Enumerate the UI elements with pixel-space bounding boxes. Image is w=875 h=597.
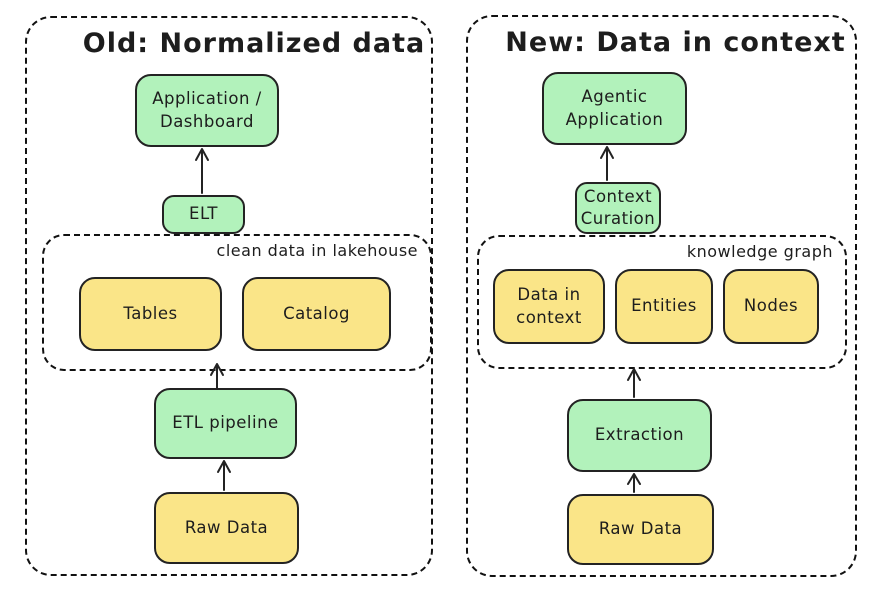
old-panel-title: Old: Normalized data (82, 28, 426, 59)
arrow-elt-to-application-icon (195, 148, 209, 194)
catalog-node: Catalog (242, 277, 391, 351)
entities-node: Entities (615, 269, 713, 344)
lakehouse-group-label: clean data in lakehouse (216, 241, 418, 260)
arrow-raw-to-extraction-icon (627, 473, 641, 493)
old-raw-data-node: Raw Data (154, 492, 299, 564)
arrow-raw-to-etl-icon (217, 460, 231, 491)
tables-node: Tables (79, 277, 222, 351)
etl-pipeline-node: ETL pipeline (154, 388, 297, 459)
knowledge-graph-group: knowledge graph Data in context Entities… (477, 235, 847, 369)
application-dashboard-node: Application / Dashboard (135, 74, 279, 147)
new-raw-data-node: Raw Data (567, 494, 714, 565)
data-in-context-node: Data in context (493, 269, 605, 344)
new-panel-title: New: Data in context (505, 27, 846, 58)
context-curation-node: Context Curation (575, 182, 661, 234)
extraction-node: Extraction (567, 399, 712, 472)
arrow-etl-to-lakehouse-icon (210, 363, 224, 389)
arrow-extraction-to-graph-icon (627, 368, 641, 398)
lakehouse-group: clean data in lakehouse Tables Catalog (42, 234, 432, 371)
agentic-application-node: Agentic Application (542, 72, 687, 145)
knowledge-graph-group-label: knowledge graph (686, 242, 833, 261)
nodes-node: Nodes (723, 269, 819, 344)
new-pipeline-panel: New: Data in context Agentic Application… (466, 15, 857, 577)
arrow-curation-to-agentic-icon (600, 146, 614, 181)
elt-node: ELT (162, 195, 245, 234)
old-pipeline-panel: Old: Normalized data Application / Dashb… (25, 16, 433, 576)
